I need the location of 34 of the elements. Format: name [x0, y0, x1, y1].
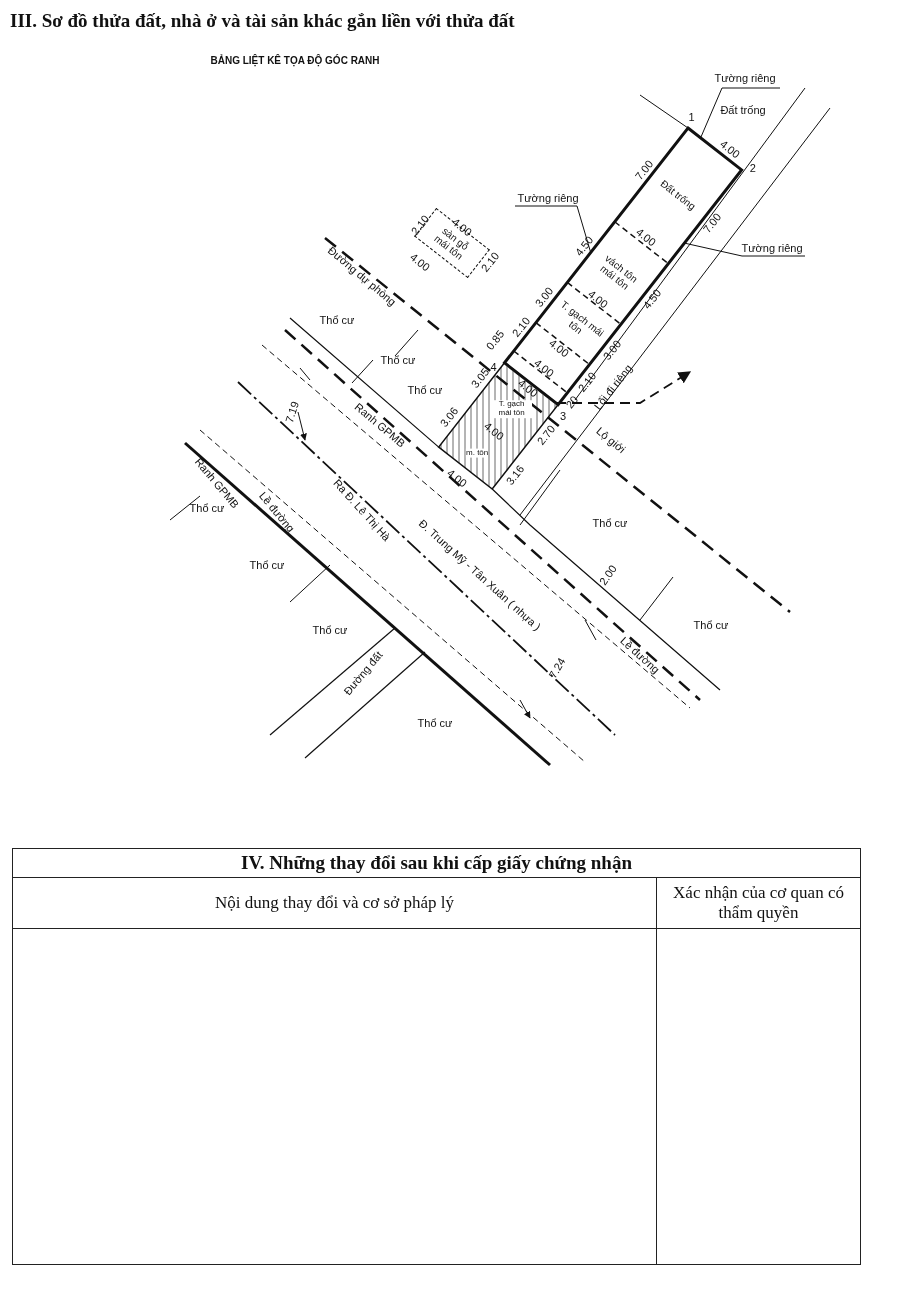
corner-number: 2: [749, 162, 756, 175]
wall-label: Tường riêng: [517, 191, 579, 205]
dimension-label: 4.00: [407, 250, 433, 274]
road-label: Ra Đ. Lê Thị Hà: [331, 476, 393, 544]
land-use-label: Thổ cư: [189, 501, 225, 515]
leader-line: [514, 205, 592, 253]
corner-number: 1: [688, 110, 695, 123]
dimension-label: 4.00: [482, 419, 507, 443]
subtitle: BẢNG LIỆT KÊ TỌA ĐỘ GÓC RANH: [210, 54, 380, 66]
land-use-label: Thổ cư: [693, 618, 729, 632]
wall-label: Tường riêng: [741, 241, 803, 255]
land-use-label: Thổ cư: [592, 516, 628, 530]
land-use-label: Thổ cư: [417, 716, 453, 730]
corner-number: 4: [490, 360, 497, 374]
dimension-label: 4.00: [717, 137, 742, 161]
column-header: Xác nhận của cơ quan có thẩm quyền: [656, 877, 861, 929]
land-use-label: Đất trống: [720, 103, 766, 117]
table-heading: IV. Những thay đổi sau khi cấp giấy chứng nhận: [12, 848, 861, 878]
road-label: Lộ giới: [594, 424, 628, 456]
page-title: III. Sơ đồ thửa đất, nhà ở và tài sản khác gắn liền với thửa đất: [10, 10, 515, 32]
land-use-label: Thổ cư: [312, 623, 348, 637]
dimension-label: 7.19: [282, 399, 302, 425]
land-use-label: Thổ cư: [407, 383, 443, 397]
column-header: Nội dung thay đổi và cơ sở pháp lý: [12, 877, 657, 929]
dimension-label: 4.00: [633, 225, 658, 249]
leader-line: [683, 242, 806, 257]
land-use-label: Thổ cư: [380, 353, 416, 367]
leader-line: [700, 87, 781, 139]
wall-label: Tường riêng: [714, 71, 776, 85]
corner-number: 3: [560, 410, 567, 423]
land-use-label: Thổ cư: [249, 558, 285, 572]
room-label: m. tôn: [466, 448, 489, 458]
land-use-label: Thổ cư: [319, 313, 355, 327]
room-label: T. gạch mái tôn: [491, 400, 532, 418]
